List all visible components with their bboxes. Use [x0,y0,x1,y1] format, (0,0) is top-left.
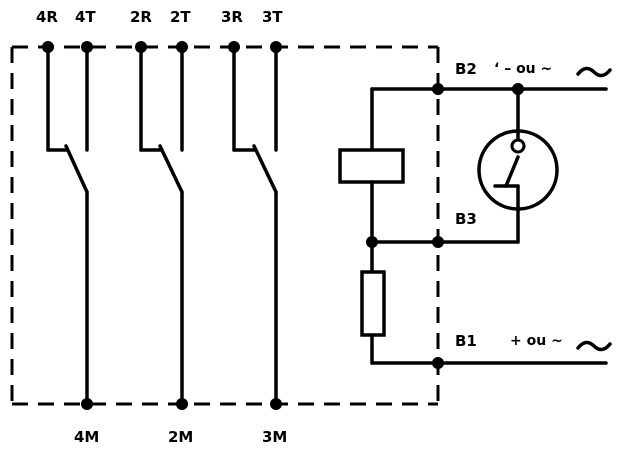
relay-coil [338,148,405,184]
relay-contact-group-3 [228,41,282,410]
label-2m: 2M [168,428,194,446]
label-4t: 4T [75,8,96,26]
resistor [360,270,386,337]
label-2r: 2R [130,8,152,26]
supply-circuit [338,66,612,369]
relay-contact-group-2 [135,41,188,410]
dashed-enclosure [10,45,440,406]
label-b3: B3 [455,210,477,228]
label-3r: 3R [221,8,243,26]
label-4r: 4R [36,8,58,26]
ac-symbol-top [576,66,612,78]
label-3t: 3T [262,8,283,26]
label-b1-symbol: + ou ~ [510,333,563,349]
label-b2: B2 [455,60,477,78]
label-4m: 4M [74,428,100,446]
label-2t: 2T [170,8,191,26]
ac-symbol-bottom [576,340,612,352]
label-3m: 3M [262,428,288,446]
relay-contact-group-4 [42,41,93,410]
label-b2-symbol: ‘ – ou ~ [494,61,553,77]
label-b1: B1 [455,332,477,350]
